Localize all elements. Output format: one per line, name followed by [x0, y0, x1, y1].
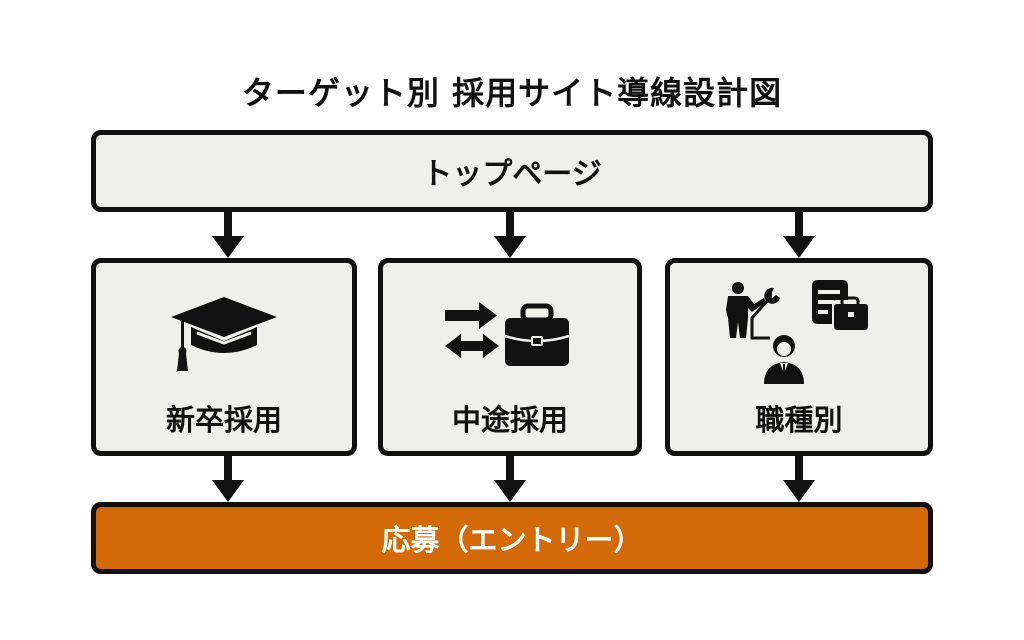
arrow-job-type-to-entry — [783, 456, 815, 502]
document-briefcase-icon — [812, 280, 870, 330]
arrow-top-to-new-grad — [212, 212, 244, 258]
arrow-new-grad-to-entry — [212, 456, 244, 502]
new-grad-label: 新卒採用 — [165, 403, 282, 437]
top-page-label: トップページ — [422, 157, 602, 192]
job-type-box: 職種別 — [665, 258, 933, 456]
arrow-top-to-job-type — [783, 212, 815, 258]
job-types-people-icon — [726, 280, 870, 384]
job-type-label: 職種別 — [755, 403, 843, 437]
mid-career-box: 中途採用 — [378, 258, 642, 456]
career-change-briefcase-icon — [445, 302, 570, 366]
arrow-top-to-mid-career — [494, 212, 526, 258]
new-grad-box: 新卒採用 — [91, 258, 357, 456]
entry-label: 応募（エントリー） — [381, 523, 643, 557]
businesswoman-icon — [764, 335, 804, 384]
arrow-mid-career-to-entry — [494, 456, 526, 502]
mid-career-label: 中途採用 — [451, 403, 568, 437]
top-page-box: トップページ — [91, 130, 933, 212]
entry-box: 応募（エントリー） — [91, 502, 933, 574]
engineer-with-wrench-icon — [726, 282, 780, 340]
briefcase-icon — [504, 303, 570, 366]
diagram-title: ターゲット別 採用サイト導線設計図 — [241, 74, 783, 112]
exchange-arrows-icon — [445, 302, 499, 358]
graduation-cap-icon — [171, 297, 277, 371]
